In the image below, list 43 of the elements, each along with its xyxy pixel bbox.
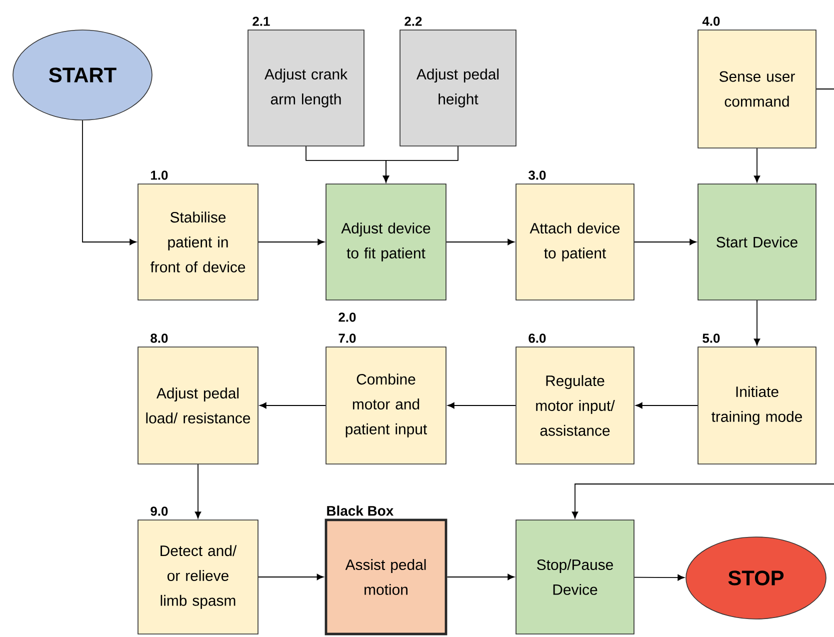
process-box: Attach device to patient: [516, 184, 634, 300]
process-box: Adjust pedal height: [400, 30, 516, 146]
process-box: Adjust device to fit patient: [326, 184, 446, 300]
step-number: 8.0: [150, 334, 168, 343]
step-number: 2.2: [404, 16, 422, 26]
arrow: [636, 402, 698, 409]
step-number: 3.0: [528, 170, 546, 180]
terminal-oval: STOP: [686, 536, 826, 620]
arrow: [194, 464, 202, 518]
step-number: 4.0: [702, 16, 720, 26]
process-box: Adjust pedal load/ resistance: [138, 346, 258, 464]
box-heading: Black Box: [327, 506, 394, 516]
arrow: [754, 148, 760, 182]
process-box: Start Device: [698, 184, 816, 300]
arrow: [446, 574, 514, 580]
arrow: [260, 402, 326, 409]
arrow: [446, 238, 514, 246]
arrow: [382, 146, 458, 182]
process-box: Combine motor and patient input: [326, 346, 446, 464]
step-number: 2.1: [252, 16, 270, 26]
arrow: [82, 120, 136, 246]
step-number: 7.0: [338, 334, 356, 343]
step-number: 5.0: [702, 334, 720, 343]
arrow: [634, 238, 696, 246]
step-number: 6.0: [528, 334, 546, 343]
terminal-oval: START: [12, 30, 152, 120]
process-box: Initiate training mode: [698, 346, 816, 464]
process-box: Stop/Pause Device: [516, 520, 634, 634]
process-box: Sense user command: [698, 30, 816, 148]
process-box: Adjust crank arm length: [248, 30, 364, 146]
arrow: [754, 300, 760, 346]
step-number: 2.0: [338, 312, 356, 322]
process-box: Assist pedal motion: [324, 518, 448, 636]
arrow: [634, 574, 684, 581]
process-box: Stabilise patient in front of device: [138, 184, 258, 300]
arrow: [572, 484, 834, 518]
process-box: Detect and/ or relieve limb spasm: [138, 520, 258, 634]
step-number: 1.0: [151, 170, 168, 180]
arrow: [258, 238, 324, 246]
arrow: [448, 402, 516, 409]
process-box: Regulate motor input/ assistance: [516, 346, 634, 464]
step-number: 9.0: [150, 506, 168, 516]
arrow: [258, 574, 324, 580]
